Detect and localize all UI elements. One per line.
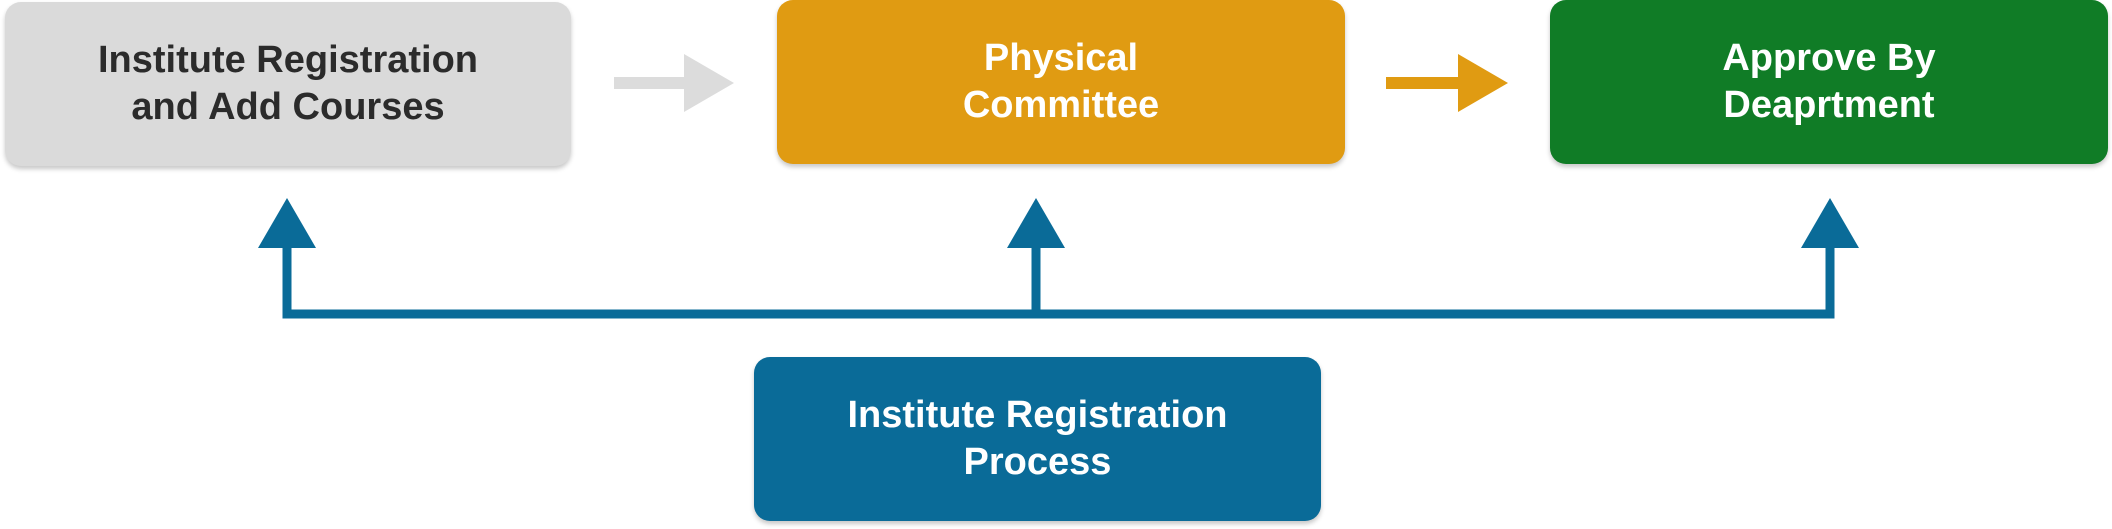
- node-approve-by-department: Approve By Deaprtment: [1550, 0, 2108, 164]
- node-label-line: Institute Registration: [97, 39, 479, 81]
- arrowhead-to-committee: [1007, 198, 1065, 248]
- process-connector: [258, 198, 1859, 319]
- arrowhead-to-department: [1801, 198, 1859, 248]
- node-label-line: Process: [963, 441, 1112, 483]
- node-label-line: Institute Registration: [847, 394, 1228, 436]
- connector-bracket-line: [282, 246, 1835, 319]
- node-label-line: Approve By: [1722, 37, 1936, 79]
- node-physical-committee: Physical Committee: [777, 0, 1345, 164]
- node-label-line: and Add Courses: [131, 86, 445, 128]
- arrow-registration-to-committee: [614, 54, 734, 112]
- node-label-line: Deaprtment: [1723, 84, 1935, 126]
- arrow-committee-to-department: [1386, 54, 1508, 112]
- node-institute-registration-and-add-courses: Institute Registration and Add Courses: [5, 2, 571, 166]
- node-label-line: Physical: [983, 37, 1139, 79]
- arrowhead-to-registration: [258, 198, 316, 248]
- node-institute-registration-process: Institute Registration Process: [754, 357, 1321, 521]
- node-label-line: Committee: [962, 84, 1160, 126]
